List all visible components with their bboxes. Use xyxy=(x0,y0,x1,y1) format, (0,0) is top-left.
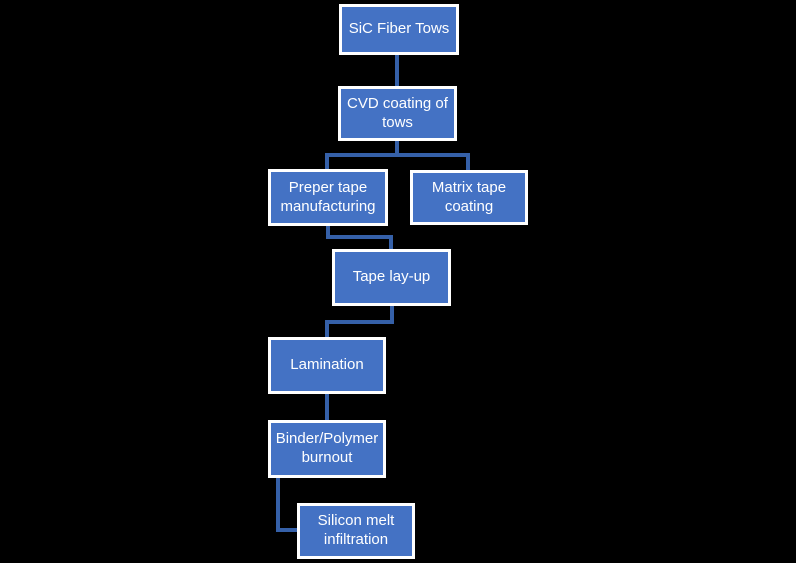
node-label: Matrix tape coating xyxy=(431,178,507,215)
edge-cvd-branch-horizontal xyxy=(325,153,470,157)
node-binder-polymer-burnout: Binder/Polymer burnout xyxy=(268,420,386,478)
edge-binder-to-silicon-horizontal xyxy=(276,528,297,532)
edge-cvd-to-preper-drop xyxy=(325,153,329,169)
edge-preper-to-layup-drop xyxy=(389,235,393,249)
node-sic-fiber-tows: SiC Fiber Tows xyxy=(339,4,459,55)
edge-cvd-branch-stem xyxy=(395,141,399,157)
edge-layup-to-lamination-stem xyxy=(390,306,394,324)
node-silicon-melt-infiltration: Silicon melt infiltration xyxy=(297,503,415,559)
node-tape-lay-up: Tape lay-up xyxy=(332,249,451,306)
node-cvd-coating-of-tows: CVD coating of tows xyxy=(338,86,457,141)
node-label: Tape lay-up xyxy=(352,268,431,286)
node-matrix-tape-coating: Matrix tape coating xyxy=(410,170,528,225)
edge-lamination-to-binder-vertical xyxy=(325,394,329,420)
node-label: Binder/Polymer burnout xyxy=(275,430,379,466)
node-label: SiC Fiber Tows xyxy=(348,20,450,38)
edge-sic-to-cvd-vertical xyxy=(395,55,399,86)
node-preper-tape-manufacturing: Preper tape manufacturing xyxy=(268,169,388,226)
node-label: Lamination xyxy=(290,356,364,374)
node-label: Preper tape manufacturing xyxy=(280,178,376,215)
node-label: Silicon melt infiltration xyxy=(317,512,395,548)
node-label: CVD coating of tows xyxy=(347,94,448,131)
edge-preper-to-layup-stem xyxy=(326,226,330,239)
edge-layup-to-lamination-drop xyxy=(325,320,329,337)
edge-binder-to-silicon-vertical xyxy=(276,478,280,532)
edge-preper-to-layup-horizontal xyxy=(326,235,393,239)
node-lamination: Lamination xyxy=(268,337,386,394)
edge-cvd-to-matrix-drop xyxy=(466,153,470,170)
edge-layup-to-lamination-horizontal xyxy=(325,320,394,324)
